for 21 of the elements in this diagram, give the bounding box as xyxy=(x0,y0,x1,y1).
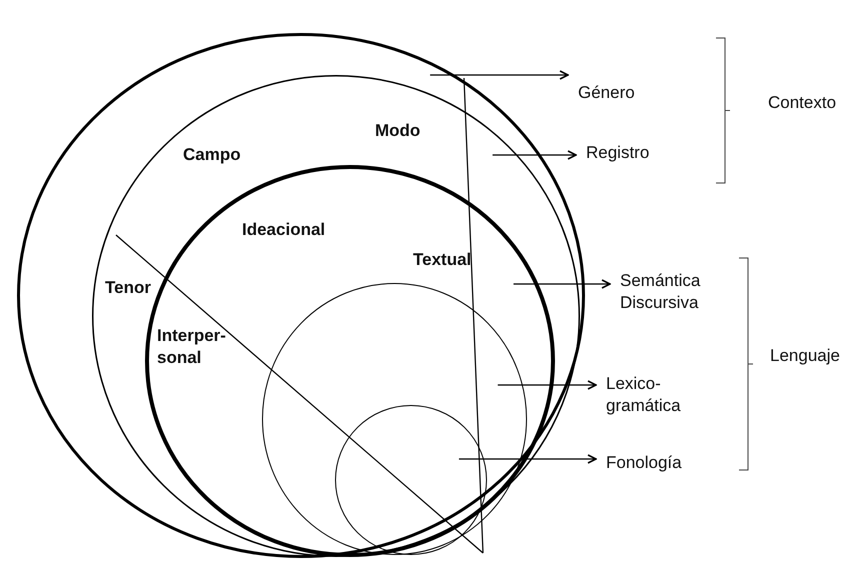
region-label: Textual xyxy=(413,249,472,271)
circle xyxy=(92,75,580,557)
circle xyxy=(262,283,527,555)
region-label: Interper- sonal xyxy=(157,325,227,369)
stratum-label: Registro xyxy=(586,142,666,164)
circle xyxy=(335,405,487,555)
stratum-label: Semántica Discursiva xyxy=(620,270,720,316)
arrow xyxy=(430,70,569,80)
group-label: Contexto xyxy=(768,92,836,114)
stratum-label: Fonología xyxy=(606,452,696,474)
arrow xyxy=(492,150,577,160)
stratum-label: Género xyxy=(578,82,658,104)
arrow xyxy=(498,380,597,390)
stratum-label: Lexico- gramática xyxy=(606,373,696,419)
region-label: Modo xyxy=(375,120,422,142)
group-label: Lenguaje xyxy=(770,345,840,367)
arrow xyxy=(458,454,597,464)
arrow xyxy=(514,279,611,289)
region-label: Ideacional xyxy=(242,219,326,241)
region-label: Campo xyxy=(183,144,242,166)
region-label: Tenor xyxy=(105,277,152,299)
